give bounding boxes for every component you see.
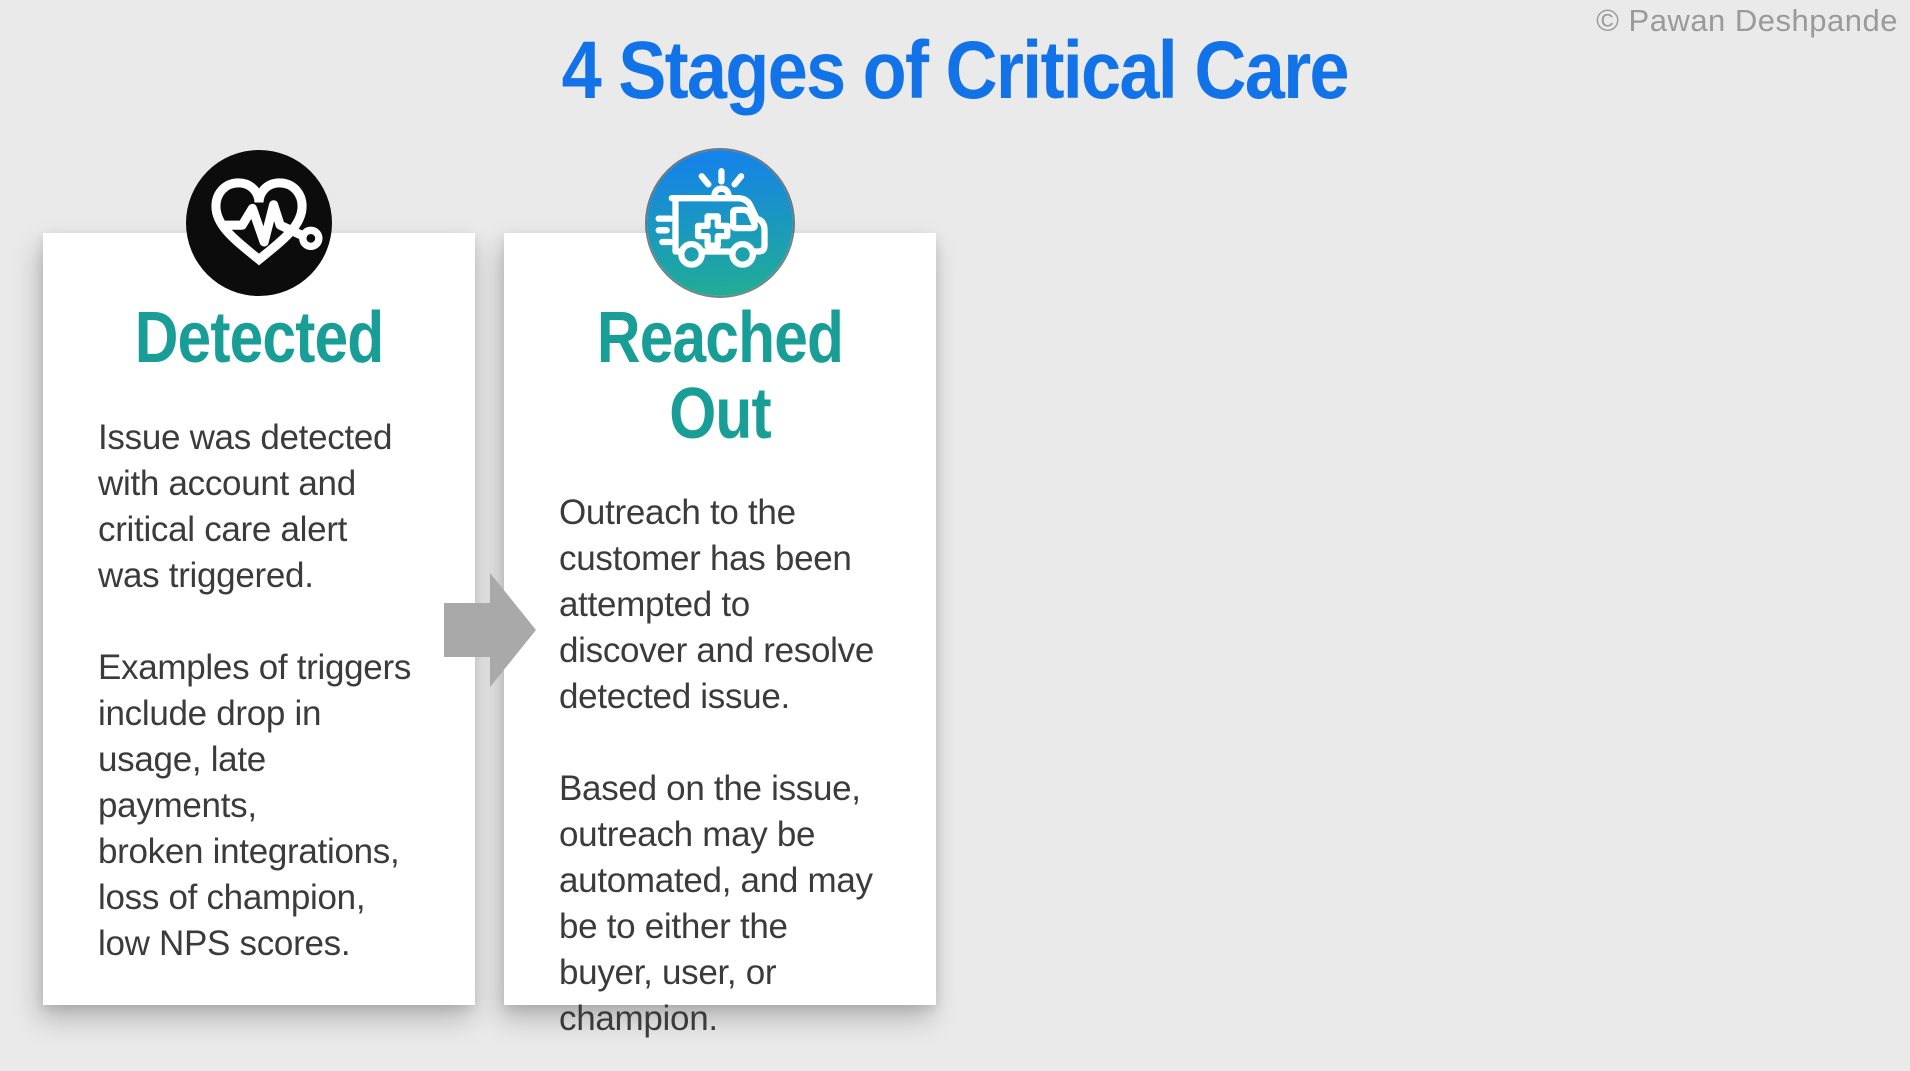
stage-paragraph: Issue was detected with account and crit… [98,417,393,595]
stage-heading: Reached Out [504,298,936,454]
page-title: 4 Stages of Critical Care [0,25,1910,116]
stage-card-detected: Detected Issue was detected with account… [43,150,475,1005]
stage-card-reached-out: Reached Out Outreach to the customer has… [504,150,936,1038]
stage-paragraph: Examples of triggers include drop in usa… [98,647,412,963]
stage-paragraph: Based on the issue, outreach may be auto… [559,769,873,1039]
stage-heading-text: Detected [134,298,385,378]
page-title-text: 4 Stages of Critical Care [561,25,1350,116]
heartbeat-icon [186,150,332,296]
stage-heading: Detected [43,298,475,378]
next-stage-arrow-icon [444,573,536,687]
stage-heading-text: Reached Out [596,298,844,454]
copyright-text: © Pawan Deshpande [1596,3,1898,38]
ambulance-icon [647,150,793,296]
stage-paragraph: Outreach to the customer has been attemp… [559,493,874,717]
